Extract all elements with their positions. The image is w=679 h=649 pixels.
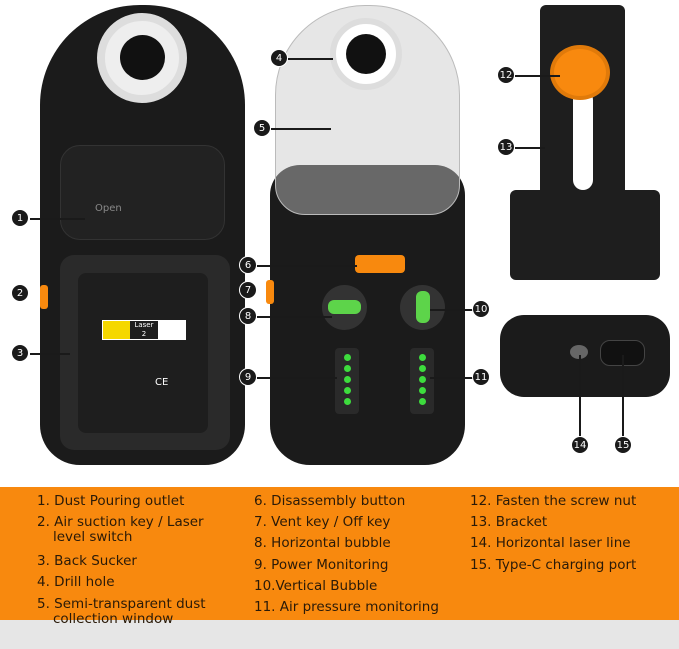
callout-1: 1 <box>11 209 29 227</box>
dust-outlet-cover <box>60 145 225 240</box>
callout-6: 6 <box>239 256 257 274</box>
screw-nut[interactable] <box>550 45 610 100</box>
drill-hole <box>330 18 402 90</box>
callout-10: 10 <box>472 300 490 318</box>
laser-text: Laser <box>134 321 154 329</box>
legend-item: 3. Back Sucker <box>37 553 137 570</box>
legend-column-2: 6. Disassembly button 7. Vent key / Off … <box>254 491 464 618</box>
callout-3: 3 <box>11 344 29 362</box>
bottom-strip <box>0 620 679 649</box>
legend-column-1: 1. Dust Pouring outlet 2. Air suction ke… <box>37 491 237 627</box>
bracket <box>540 5 625 205</box>
callout-2: 2 <box>11 284 29 302</box>
laser-window <box>570 345 588 359</box>
callout-5: 5 <box>253 119 271 137</box>
disassembly-button[interactable] <box>355 255 405 273</box>
callout-14: 14 <box>571 436 589 454</box>
legend-item: 14. Horizontal laser line <box>470 535 631 552</box>
callout-4: 4 <box>270 49 288 67</box>
laser-class: 2 <box>141 330 147 338</box>
air-pressure-leds <box>410 348 434 414</box>
power-monitor-leds <box>335 348 359 414</box>
legend-item: 11. Air pressure monitoring <box>254 599 439 616</box>
legend-item: 2. Air suction key / Laser level switch <box>37 514 204 546</box>
legend-item: 7. Vent key / Off key <box>254 514 391 531</box>
legend-item: 9. Power Monitoring <box>254 556 389 573</box>
callout-9: 9 <box>239 368 257 386</box>
legend-item: 6. Disassembly button <box>254 493 406 509</box>
callout-7: 7 <box>239 281 257 299</box>
legend-band <box>0 487 679 620</box>
horizontal-bubble <box>322 285 367 330</box>
callout-15: 15 <box>614 436 632 454</box>
vertical-bubble <box>400 285 445 330</box>
callout-13: 13 <box>497 138 515 156</box>
legend-column-3: 12. Fasten the screw nut 13. Bracket 14.… <box>470 491 675 576</box>
vent-key[interactable] <box>266 280 274 304</box>
callout-12: 12 <box>497 66 515 84</box>
ce-mark: CE <box>155 377 169 388</box>
legend-item: 1. Dust Pouring outlet <box>37 493 185 509</box>
legend-item: 10.Vertical Bubble <box>254 577 378 594</box>
legend-item: 15. Type-C charging port <box>470 556 637 573</box>
legend-item: 5. Semi-transparent dust collection wind… <box>37 595 206 627</box>
callout-11: 11 <box>472 368 490 386</box>
legend-item: 8. Horizontal bubble <box>254 535 391 552</box>
drill-hole-ring <box>97 13 187 103</box>
open-label: Open <box>95 203 122 214</box>
air-suction-key[interactable] <box>40 285 48 309</box>
legend-item: 12. Fasten the screw nut <box>470 493 637 509</box>
callout-8: 8 <box>239 307 257 325</box>
legend-item: 4. Drill hole <box>37 574 115 591</box>
bracket-base <box>510 190 660 280</box>
legend-item: 13. Bracket <box>470 514 548 531</box>
